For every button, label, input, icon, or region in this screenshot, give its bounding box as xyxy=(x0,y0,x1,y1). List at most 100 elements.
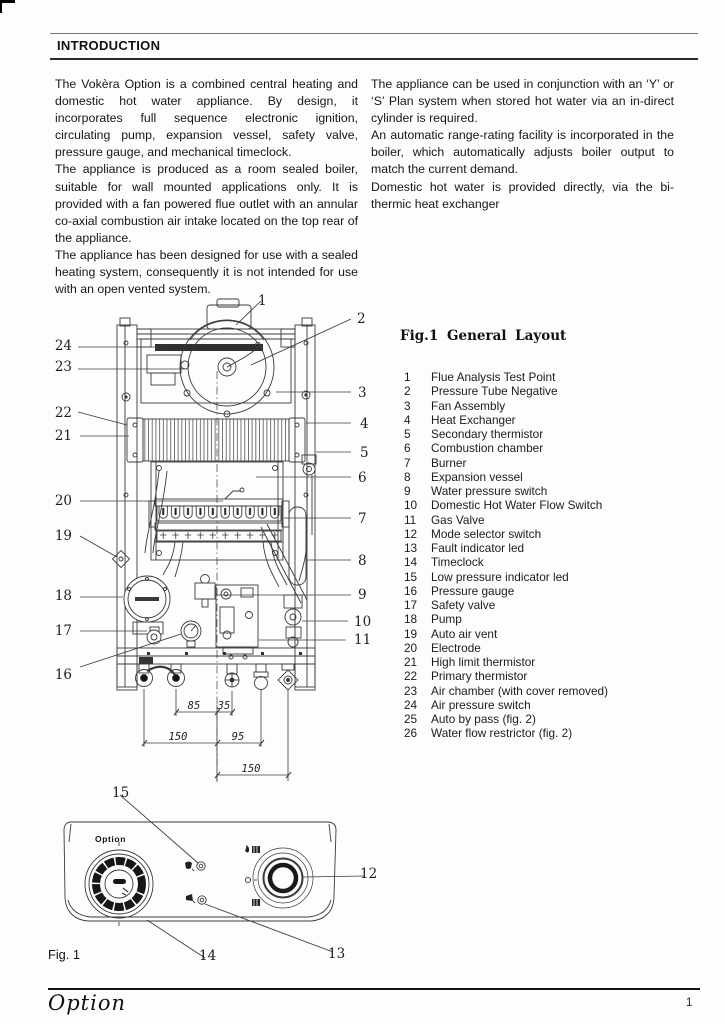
heating-mode-icon xyxy=(245,845,260,854)
part-number: 6 xyxy=(404,441,411,456)
page-title: INTRODUCTION xyxy=(57,38,161,53)
part-label: Auto by pass (fig. 2) xyxy=(431,712,536,726)
pump xyxy=(123,575,171,635)
part-number: 4 xyxy=(404,412,411,427)
timeclock-dial xyxy=(84,842,154,926)
parts-list-item: 16 Pressure gauge xyxy=(404,584,704,598)
callout-9: 9 xyxy=(358,587,367,603)
water-pressure-switch xyxy=(194,574,216,608)
part-label: Water pressure switch xyxy=(431,484,548,498)
dimension-label: 150 xyxy=(242,763,261,775)
callout-14: 14 xyxy=(199,948,217,964)
part-label: Water flow restrictor (fig. 2) xyxy=(431,726,573,741)
burner xyxy=(148,498,290,543)
callout-1: 1 xyxy=(258,293,267,309)
part-label: Fault indicator led xyxy=(431,541,525,555)
part-number: 19 xyxy=(404,626,418,641)
part-label: Electrode xyxy=(431,640,481,655)
paragraph: The appliance is produced as a room seal… xyxy=(55,162,358,245)
part-number: 9 xyxy=(404,484,411,498)
callout-18: 18 xyxy=(54,588,72,604)
part-label: Burner xyxy=(431,455,467,470)
callout-3: 3 xyxy=(358,385,367,401)
part-label: Timeclock xyxy=(431,555,484,570)
intro-left-column: The Vokèra Option is a combined central … xyxy=(55,76,358,298)
figure-heading: Fig.1 General Layout xyxy=(400,328,567,344)
paragraph: The appliance has been designed for use … xyxy=(55,247,358,297)
part-number: 21 xyxy=(404,655,418,669)
part-number: 24 xyxy=(404,697,418,712)
part-number: 16 xyxy=(404,583,418,598)
callout-21: 21 xyxy=(54,428,72,444)
part-label: Auto air vent xyxy=(431,626,498,641)
dimension-label: 85 xyxy=(188,700,201,712)
part-label: Primary thermistor xyxy=(431,669,528,684)
callout-24: 24 xyxy=(54,338,72,354)
parts-list-item: 13 Fault indicator led xyxy=(404,541,704,555)
part-number: 13 xyxy=(404,541,418,555)
panel-leader-lines xyxy=(119,794,366,959)
mode-selector-knob xyxy=(252,847,314,909)
part-number: 3 xyxy=(404,398,411,413)
auto-air-vent xyxy=(111,549,131,569)
part-number: 17 xyxy=(404,598,418,612)
dhw-flow-switch xyxy=(283,594,303,648)
pipework xyxy=(144,470,308,604)
callout-13: 13 xyxy=(328,946,346,962)
figure-caption: Fig. 1 xyxy=(48,947,81,962)
callout-4: 4 xyxy=(360,416,369,432)
footer-rule xyxy=(48,988,700,990)
knob-pointer xyxy=(267,875,272,881)
pressure-tube xyxy=(226,346,259,368)
callout-22: 22 xyxy=(54,405,72,421)
part-label: Mode selector switch xyxy=(431,526,542,541)
dimension-lines xyxy=(141,689,292,781)
part-label: Pressure gauge xyxy=(431,583,515,598)
safety-valve xyxy=(146,626,162,645)
callout-10: 10 xyxy=(354,614,372,630)
off-mode-icon xyxy=(244,876,257,884)
part-number: 7 xyxy=(404,455,411,470)
page-number: 1 xyxy=(686,997,693,1009)
parts-list-item: 12 Mode selector switch xyxy=(404,527,704,541)
electrode xyxy=(224,487,245,500)
callout-19: 19 xyxy=(54,528,72,544)
parts-list-item: 10 Domestic Hot Water Flow Switch xyxy=(404,498,704,512)
part-label: Fan Assembly xyxy=(431,398,506,413)
part-label: Air pressure switch xyxy=(431,697,531,712)
callout-leader-lines xyxy=(77,300,352,668)
part-number: 20 xyxy=(404,640,418,655)
pressure-gauge xyxy=(180,620,202,648)
part-number: 23 xyxy=(404,683,418,698)
parts-list-item: 25 Auto by pass (fig. 2) xyxy=(404,712,704,726)
part-number: 1 xyxy=(404,370,411,384)
air-chamber xyxy=(140,338,292,404)
heat-exchanger xyxy=(126,417,317,582)
part-label: Low pressure indicator led xyxy=(431,569,569,584)
callout-12: 12 xyxy=(360,866,378,882)
callout-2: 2 xyxy=(357,311,366,327)
callout-8: 8 xyxy=(358,553,367,569)
dimension-label: 150 xyxy=(169,731,188,743)
flue-analysis-test-point xyxy=(216,298,240,308)
part-label: Combustion chamber xyxy=(431,441,544,456)
parts-list-item: 6 Combustion chamber xyxy=(404,441,704,455)
part-number: 22 xyxy=(404,669,418,684)
parts-list-item: 24 Air pressure switch xyxy=(404,698,704,712)
part-number: 11 xyxy=(404,512,417,527)
air-pressure-switch xyxy=(146,354,182,374)
part-number: 25 xyxy=(404,712,418,726)
part-number: 10 xyxy=(404,498,418,513)
callout-23: 23 xyxy=(54,359,72,375)
part-label: Domestic Hot Water Flow Switch xyxy=(431,498,603,513)
part-number: 12 xyxy=(404,526,418,541)
